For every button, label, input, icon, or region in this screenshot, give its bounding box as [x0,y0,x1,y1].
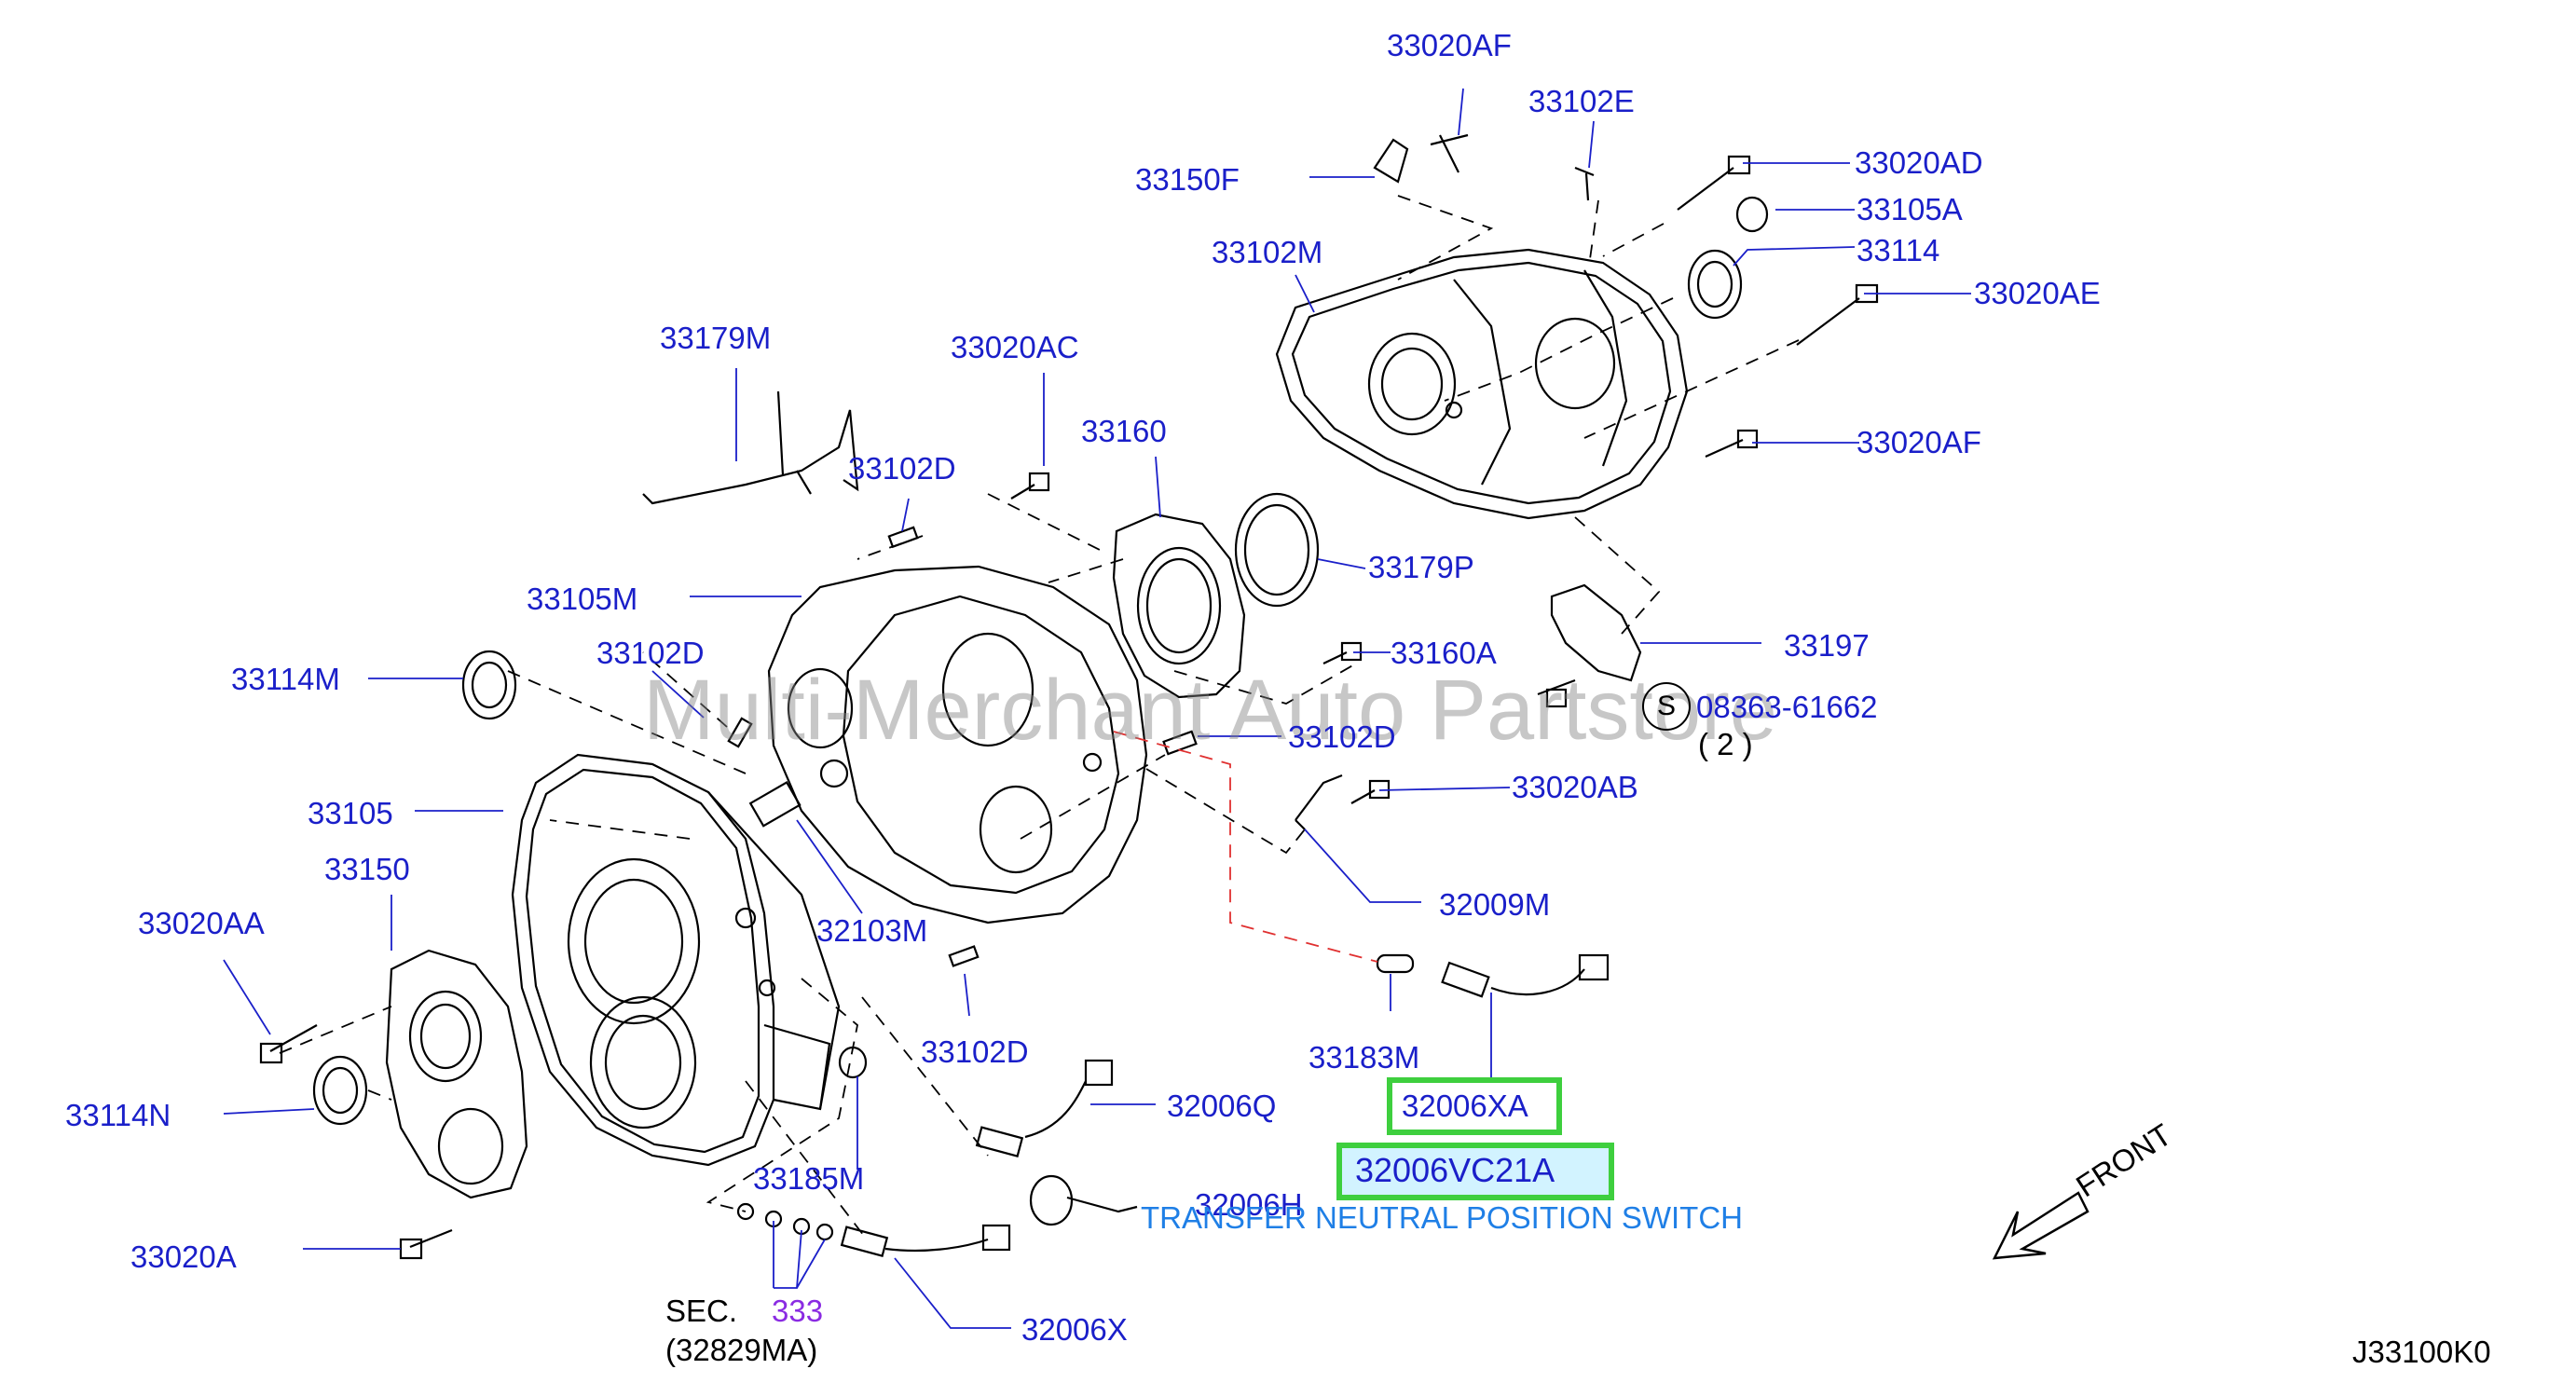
part-08363-qty: ( 2 ) [1698,727,1753,761]
seal-33114n [312,1055,368,1126]
spring-32103m [748,781,802,828]
part-33105m[interactable]: 33105M [527,582,638,616]
switch-description: TRANSFER NEUTRAL POSITION SWITCH [1141,1200,1743,1235]
part-33102d-b[interactable]: 33102D [596,636,705,670]
seal-33114 [1687,249,1743,320]
part-33114m[interactable]: 33114M [231,662,340,696]
part-32006xa[interactable]: 32006XA [1402,1089,1528,1123]
part-33020ad[interactable]: 33020AD [1855,145,1983,180]
part-33179p[interactable]: 33179P [1368,550,1474,584]
switch-32006h [1029,1174,1138,1226]
seal-33114m [461,650,517,720]
part-32006x[interactable]: 32006X [1021,1312,1128,1347]
part-33185m[interactable]: 33185M [753,1161,865,1196]
fork-33179m [642,390,859,505]
part-33105[interactable]: 33105 [308,796,393,830]
part-33102d-d[interactable]: 33102D [921,1034,1029,1069]
highlight-32006xa [1387,1077,1562,1135]
front-case-33105 [511,753,841,1167]
lever-32009m [1295,774,1343,830]
part-33114[interactable]: 33114 [1857,233,1940,267]
sensor-32006xa [1441,953,1610,998]
sensor-32006q [975,1059,1114,1157]
part-33102d-c[interactable]: 33102D [1288,719,1396,754]
part-32009m[interactable]: 32009M [1439,887,1551,922]
drawing-id: J33100K0 [2352,1335,2491,1369]
part-33020af-top[interactable]: 33020AF [1387,28,1512,62]
part-32006vc21a[interactable]: 32006VC21A [1355,1151,1555,1189]
plate-33160 [1112,513,1246,699]
part-33179m[interactable]: 33179M [660,321,772,355]
highlight-32006vc21a [1336,1143,1614,1200]
part-33160a[interactable]: 33160A [1391,636,1497,670]
part-33020ae[interactable]: 33020AE [1974,276,2101,310]
part-32103m[interactable]: 32103M [816,913,928,948]
part-33160[interactable]: 33160 [1081,414,1167,448]
center-case-33105m [767,565,1148,924]
seal-33179p [1234,492,1320,608]
sec-number-link[interactable]: 333 [772,1294,824,1328]
part-33020aa[interactable]: 33020AA [138,906,265,940]
part-33150[interactable]: 33150 [324,852,410,886]
circle-s-symbol: S [1642,682,1691,731]
part-33114n[interactable]: 33114N [65,1098,171,1132]
part-33105a[interactable]: 33105A [1857,192,1963,226]
part-33197[interactable]: 33197 [1784,628,1870,663]
part-33150f[interactable]: 33150F [1135,162,1240,197]
bracket-33197 [1550,583,1642,682]
watermark: Multi-Merchant Auto Partstore [643,663,1777,758]
part-33020af-mid[interactable]: 33020AF [1857,425,1981,459]
part-33020ab[interactable]: 33020AB [1512,770,1638,804]
plate-33150f [1373,138,1409,184]
part-33020a[interactable]: 33020A [130,1239,237,1274]
dowel-33183m [1376,953,1415,974]
part-33102d-a[interactable]: 33102D [848,451,956,486]
pin-33102e [1574,166,1595,201]
part-33020ac[interactable]: 33020AC [951,330,1079,364]
front-arrow-icon [1992,1191,2090,1260]
sensor-32006x [840,1224,1011,1257]
part-33183m[interactable]: 33183M [1309,1040,1420,1075]
red-dashed-connector [1113,731,1378,963]
sec-reference: (32829MA) [665,1333,818,1367]
plug-33105a [1735,196,1769,233]
part-32006h[interactable]: 32006H [1195,1187,1303,1222]
part-33102e[interactable]: 33102E [1528,84,1635,118]
balls-sec333 [736,1202,834,1241]
cover-33150 [385,949,528,1199]
part-08363-61662[interactable]: 08363-61662 [1696,690,1878,724]
rear-case-33102m [1275,248,1689,520]
part-33102m[interactable]: 33102M [1212,235,1323,269]
sec-label: SEC. [665,1294,738,1328]
part-32006q[interactable]: 32006Q [1167,1089,1277,1123]
